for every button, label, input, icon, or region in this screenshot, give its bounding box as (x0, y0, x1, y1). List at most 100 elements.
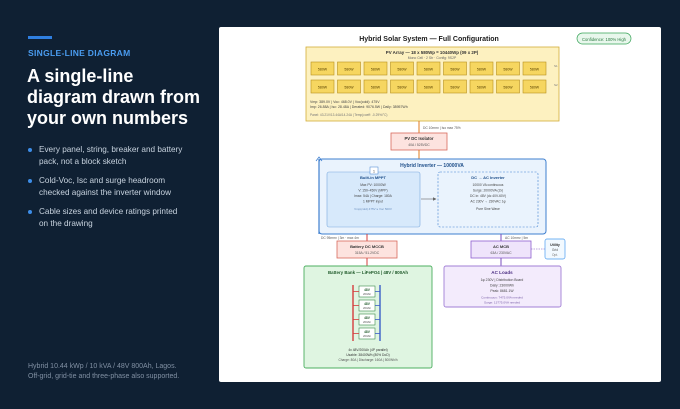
page-title-line: your own numbers (27, 108, 189, 128)
mppt-check: Vmp(cold) 475V ≤ Voc 500V (354, 207, 392, 211)
footnote-line: Off-grid, grid-tie and three-phase also … (28, 373, 180, 380)
pv-panel (390, 79, 414, 94)
single-line-diagram: Hybrid Solar System — Full Configuration… (303, 32, 632, 369)
diagram-card: Hybrid Solar System — Full Configuration… (219, 27, 661, 382)
pv-panel (443, 61, 467, 76)
pv-panel-label: 580W (397, 85, 407, 89)
mppt-badge-text: 1 (373, 170, 375, 174)
pv-panel-label: 580W (371, 67, 381, 71)
feature-text: checked against the inverter window (39, 187, 171, 197)
pv-panel (337, 61, 361, 76)
dc-cable-label: DC 10mm² | Iso max 75% (423, 126, 461, 130)
pv-panel (496, 79, 520, 94)
pv-panel-label: 580W (503, 85, 513, 89)
pv-stats: Vmp: 389.0V | Voc: 468.0V | Voc(cold): 4… (310, 100, 380, 104)
battery-bank-title: Battery Bank — LiFePO4 | 48V / 800Ah (328, 270, 408, 275)
pv-panel-label: 580W (477, 85, 487, 89)
pv-panel-label: 580W (424, 67, 434, 71)
pv-panel-label: 580W (450, 85, 460, 89)
dcac-spec: Surge: 20000VA (2x) (473, 189, 503, 193)
pv-panel (443, 79, 467, 94)
battery-cell-capacity: 200Ah (363, 334, 372, 338)
string-label: S2 (554, 83, 558, 87)
battery-cell-capacity: 200Ah (363, 320, 372, 324)
pv-panel-label: 580W (371, 85, 381, 89)
pv-panel (496, 61, 520, 76)
feature-text: Cable sizes and device ratings printed (39, 207, 178, 216)
pv-isolator-rating: 40A / 525VDC (408, 143, 430, 147)
intro-panel: SINGLE-LINE DIAGRAM A single-line diagra… (0, 0, 215, 409)
mppt-spec: V: 150–450V (MPP) (358, 189, 387, 193)
pv-panel (522, 79, 547, 94)
page-title-line: A single-line (27, 66, 134, 86)
battery-cable-label: DC 95mm² | 3m · max 4m (321, 236, 359, 240)
utility-grid-box (544, 238, 566, 260)
ac-loads-spec: 1φ 230V | Distribution Board (481, 278, 524, 282)
pv-panel (310, 79, 335, 94)
pv-panel-label: 580W (344, 85, 354, 89)
pv-panel-label: 580W (318, 67, 328, 71)
page-title-line: diagram drawn from (27, 87, 201, 107)
feature-list: Every panel, string, breaker and battery… (28, 144, 213, 237)
dcac-inverter-box (437, 171, 539, 228)
pv-panel (310, 61, 335, 76)
ac-loads-box (443, 265, 562, 308)
battery-cell-label: 48V (364, 288, 371, 292)
feature-item: Cable sizes and device ratings printed o… (28, 206, 213, 229)
pv-array-title: PV Array — 18 x 580Wp = 10440Wp (09 x 2P… (386, 50, 479, 55)
ac-cable-label: AC 10mm² | 5m (505, 236, 528, 240)
feature-text: pack, not a block sketch (39, 156, 127, 166)
pv-panel-label: 580W (450, 67, 460, 71)
feature-item: Cold-Voc, Isc and surge headroom checked… (28, 175, 213, 198)
battery-mccb-rating: 315A / 51.2VDC (355, 251, 380, 255)
mppt-badge (369, 166, 379, 175)
battery-cell-capacity: 200Ah (363, 306, 372, 310)
utility-label: Utility (550, 243, 560, 247)
dcac-spec: DC in: 48V (dc 40V-60V) (470, 194, 506, 198)
battery-bank-info: 4x 48V/200Ah (4P parallel) (348, 348, 387, 352)
pv-panel (416, 61, 441, 76)
battery-cell-label: 48V (364, 302, 371, 306)
pv-panel-grid: 580W 580W 580W 580W 580W 580W 580W 580W 580W 580W… (310, 61, 547, 94)
pv-array-subtitle: Mono Cell · 2 Str · Config: 9S2P (408, 56, 457, 60)
utility-label: Opt. (552, 253, 558, 257)
mppt-spec: 1 MPPT input (363, 200, 383, 204)
pv-panel (363, 79, 388, 94)
feature-text: Every panel, string, breaker and battery (39, 145, 183, 154)
feature-item: Every panel, string, breaker and battery… (28, 144, 213, 167)
pv-panel-label: 580W (530, 85, 540, 89)
ac-loads-spec: Daily: 23000Wh (490, 284, 514, 288)
diagram-title: Hybrid Solar System — Full Configuration (359, 36, 499, 43)
pv-panel-label: 580W (424, 85, 434, 89)
arrow-up-icon (315, 156, 323, 162)
pv-panel (469, 79, 494, 94)
dcac-spec: 10000 VA continuous (473, 183, 504, 187)
battery-cell-label: 48V (364, 316, 371, 320)
ac-loads-spec: Peak: 8681.1W (490, 289, 514, 293)
pv-panel (469, 61, 494, 76)
accent-rule (28, 36, 52, 39)
pv-panel-label: 580W (397, 67, 407, 71)
ac-loads-spec: Surge: 13775.0VA needed (484, 301, 520, 305)
ac-loads-spec: Continuous: 7475.0VA needed (481, 296, 523, 300)
ac-mcb-rating: 63A / 230VAC (490, 251, 512, 255)
dcac-spec: Pure Sine Wave (476, 207, 500, 211)
pv-panel-label: 580W (503, 67, 513, 71)
feature-text: Cold-Voc, Isc and surge headroom (39, 176, 166, 185)
mppt-title: Built-in MPPT (360, 175, 387, 180)
pv-stats: Panel: 43.21V/13.44A/14.24A | Temp(coeff… (310, 113, 387, 117)
inverter-title: Hybrid Inverter — 10000VA (400, 163, 464, 169)
pv-panel-label: 580W (530, 67, 540, 71)
dcac-spec: AC 230V → 230VAC 1φ (470, 200, 505, 204)
pv-panel-label: 580W (344, 67, 354, 71)
battery-bank-info: Usable: 38400Wh (80% DoD) (346, 353, 389, 357)
battery-bank-info: Charge: 80A | Discharge: 160A | 500Wh/h (338, 358, 397, 362)
battery-mccb-title: Battery DC MCCB (350, 244, 384, 249)
pv-panel (390, 61, 414, 76)
footnote: Hybrid 10.44 kWp / 10 kVA / 48V 800Ah, L… (28, 362, 218, 382)
utility-label: Grid (552, 248, 558, 252)
dcac-title: DC → AC Inverter (471, 175, 505, 180)
pv-panel (416, 79, 441, 94)
page-title: A single-line diagram drawn from your ow… (27, 66, 217, 129)
